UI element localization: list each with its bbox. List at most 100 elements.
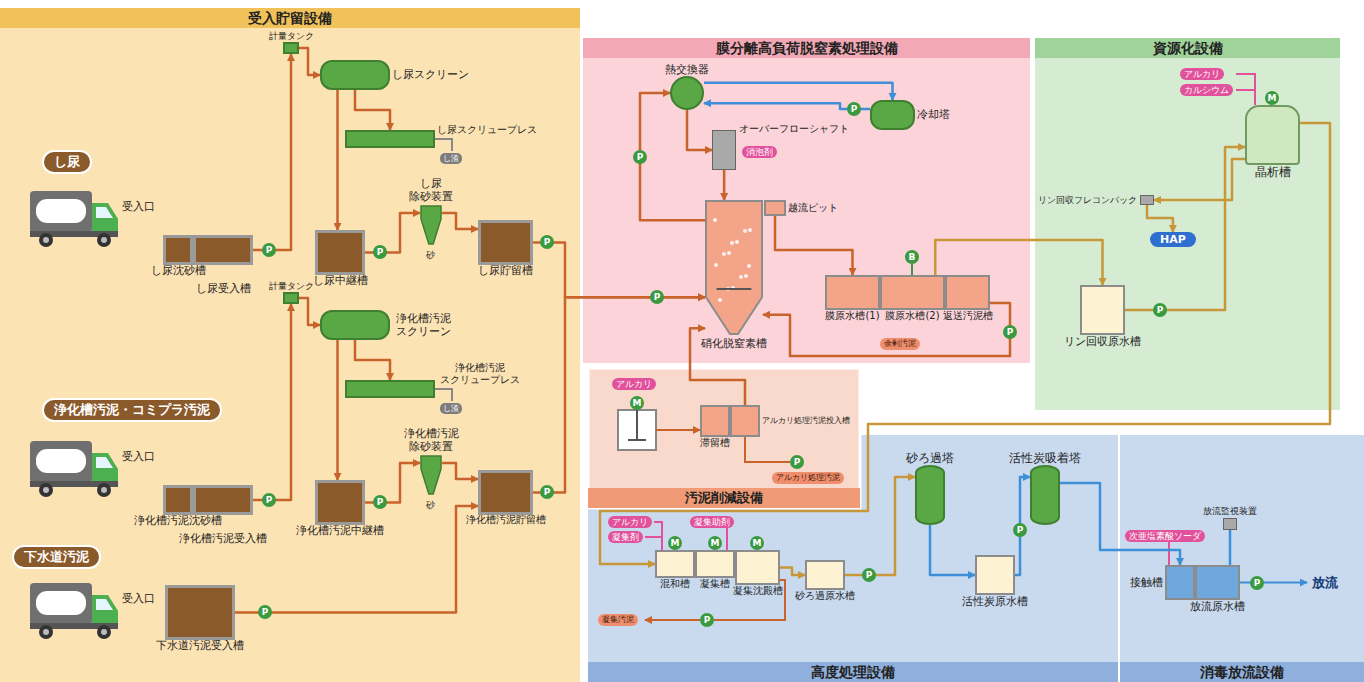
process-tank: 膜原水槽(1): [825, 275, 880, 310]
unit-label: 膜原水槽(2): [885, 310, 939, 322]
unit-label: 計量タンク: [269, 281, 314, 292]
equipment-symbol: P: [262, 243, 276, 257]
storage-tank: し尿沈砂槽: [163, 235, 193, 265]
process-tank: 返送汚泥槽: [945, 275, 990, 310]
process-tank: 凝集沈殿槽: [735, 550, 780, 585]
unit-label: 浄化槽汚泥 スクリーン: [392, 312, 454, 338]
mixer-tank: [618, 410, 656, 450]
unit-label: 浄化槽汚泥 除砂装置: [402, 427, 460, 453]
flow-line: [775, 216, 853, 275]
unit-label: 硝化脱窒素槽: [701, 337, 767, 350]
equipment-symbol: M: [668, 536, 682, 550]
pipe-line: [435, 139, 452, 151]
pipe-line: [911, 264, 913, 275]
unit-label: 凝集槽: [700, 578, 730, 590]
unit-label: 砂ろ過原水槽: [795, 590, 855, 602]
storage-tank: し尿貯留槽: [478, 220, 533, 265]
unit-label: リン回収フレコンバック: [1038, 195, 1137, 206]
equipment-symbol: P: [1013, 523, 1027, 537]
equipment-symbol: P: [790, 455, 804, 469]
unit-label: 浄化槽汚泥受入槽: [179, 532, 267, 545]
section-ground: [0, 8, 580, 682]
crystallizer-tank: 晶析槽: [1245, 105, 1300, 165]
unit-label: 下水道汚泥受入槽: [156, 639, 244, 652]
unit-label: 放流原水槽: [1190, 600, 1245, 613]
section-ground: [588, 368, 860, 508]
storage-tank: 浄化槽汚泥受入槽: [193, 485, 253, 515]
source-badge: 下水道汚泥: [12, 545, 101, 569]
equipment-symbol: M: [1265, 91, 1279, 105]
equipment-symbol: P: [540, 235, 554, 249]
equipment-symbol: P: [373, 245, 387, 259]
unit-label: アルカリ処理汚泥投入槽: [762, 416, 850, 426]
flow-line: [640, 93, 705, 220]
unit-label: 下水道汚泥: [24, 549, 89, 565]
equipment-box: し尿スクリュープレス: [345, 130, 435, 148]
chemical-tag: 次亜塩素酸ソーダ: [1125, 530, 1205, 542]
storage-tank: 浄化槽汚泥貯留槽: [478, 470, 533, 515]
source-badge: し尿: [42, 150, 92, 174]
section-title: 受入貯留設備: [0, 8, 580, 28]
unit-label: し尿 除砂装置: [408, 177, 454, 203]
process-tank: 混和槽: [655, 550, 695, 578]
unit-label: 膜原水槽(1): [825, 310, 879, 322]
unit-label: 浄化槽汚泥 スクリュープレス: [437, 362, 523, 386]
product-tag: HAP: [1150, 232, 1196, 247]
unit-label: 活性炭吸着塔: [1009, 451, 1081, 465]
truck-icon: [30, 583, 118, 639]
equipment-symbol: P: [540, 485, 554, 499]
inlet-label: 受入口: [122, 592, 155, 605]
unit-label: 浄化槽汚泥沈砂槽: [134, 514, 222, 527]
equipment-symbol: P: [373, 495, 387, 509]
flow-line: [355, 340, 390, 380]
unit-label: 浄化槽汚泥貯留槽: [466, 514, 546, 526]
chemical-tag: アルカリ: [608, 516, 652, 528]
flow-line: [723, 170, 726, 200]
pipe-line: [645, 619, 700, 621]
section-title: 汚泥削減設備: [588, 488, 860, 508]
equipment-box: 計量タンク: [283, 42, 299, 54]
sludge-tag: 凝集汚泥: [598, 614, 638, 626]
grit-separator: し尿 除砂装置: [420, 205, 442, 245]
flow-line: [533, 297, 705, 493]
flow-line: [780, 568, 805, 576]
unit-label: 活性炭原水槽: [962, 595, 1028, 608]
flow-line: [1154, 159, 1245, 200]
heat-exchanger: 熱交換器: [670, 76, 704, 110]
equipment-symbol: P: [258, 605, 272, 619]
chemical-tag: 凝集助剤: [690, 516, 734, 528]
cyclone-outline: [420, 455, 442, 495]
inlet-label: 受入口: [122, 200, 155, 213]
equipment-symbol: M: [630, 396, 644, 410]
chemical-tag: 凝集剤: [608, 531, 643, 543]
inlet-label: 受入口: [122, 450, 155, 463]
cyclone-outline: [420, 205, 442, 245]
unit-label: オーバーフローシャフト: [739, 123, 849, 135]
section-title: 膜分離高負荷脱窒素処理設備: [583, 38, 1030, 58]
flow-line: [704, 83, 893, 100]
reactor-outline: [705, 200, 763, 335]
cylinder-unit: 浄化槽汚泥 スクリーン: [320, 310, 390, 340]
unit-label: 冷却塔: [917, 108, 950, 121]
flow-line: [1125, 147, 1245, 310]
agitator: [628, 410, 646, 440]
unit-label: 滞留槽: [700, 437, 730, 449]
unit-label: 浄化槽汚泥・コミプラ汚泥: [54, 402, 210, 418]
flow-line: [299, 298, 320, 325]
chemical-tag: 消泡剤: [742, 146, 777, 158]
pipe-line: [726, 528, 728, 550]
flow-line: [336, 340, 339, 480]
process-tank: 砂ろ過原水槽: [805, 560, 845, 590]
unit-label: し尿貯留槽: [478, 264, 533, 277]
small-unit: オーバーフローシャフト: [712, 130, 736, 170]
flow-line: [533, 243, 705, 298]
unit-label: 返送汚泥槽: [943, 310, 993, 322]
pipe-line: [1236, 74, 1255, 105]
unit-label: し尿沈砂槽: [151, 264, 206, 277]
unit-label: 放流監視装置: [1203, 506, 1257, 517]
unit-label: 砂ろ過塔: [906, 451, 954, 465]
flow-line: [253, 54, 291, 250]
process-tank: 活性炭原水槽: [975, 555, 1015, 595]
section-title: 高度処理設備: [588, 662, 1118, 682]
process-tank: 膜原水槽(2): [880, 275, 945, 310]
